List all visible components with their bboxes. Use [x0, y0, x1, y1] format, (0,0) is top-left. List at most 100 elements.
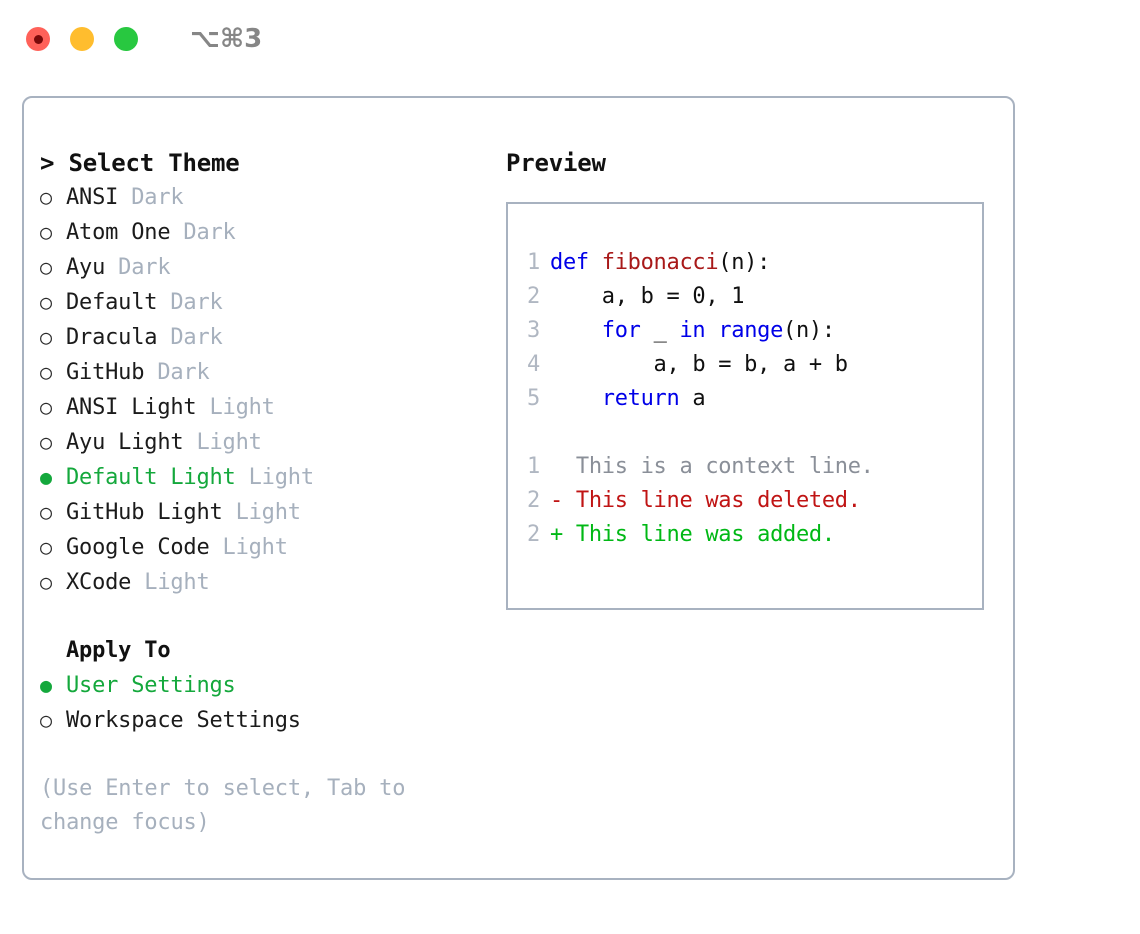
minimize-button-icon[interactable]	[70, 27, 94, 51]
option-variant-suffix: Dark	[157, 325, 223, 350]
theme-option-list: ○ ANSI Dark ○ Atom One Dark ○ Ayu Dark ○ Defaul…	[40, 180, 494, 600]
diff-sample: 1 This is a context line. 2 - This line wa…	[508, 450, 982, 552]
theme-option-7[interactable]: ○ Ayu Light Light	[40, 425, 494, 460]
option-label: Workspace Settings	[66, 708, 301, 733]
theme-option-2[interactable]: ○ Ayu Dark	[40, 250, 494, 285]
diff-line-add: 2 + This line was added.	[508, 518, 982, 552]
option-label: GitHub Light	[66, 500, 223, 525]
radio-unselected-icon: ○	[40, 395, 52, 419]
option-label: Atom One	[66, 220, 171, 245]
window-title-shortcut: ⌥⌘3	[190, 24, 263, 54]
apply-to-header: Apply To	[66, 638, 171, 663]
option-variant-suffix: Light	[196, 395, 275, 420]
radio-selected-icon: ●	[40, 465, 52, 489]
radio-unselected-icon: ○	[40, 708, 52, 732]
line-number: 2	[527, 488, 540, 513]
option-variant-suffix: Dark	[170, 220, 236, 245]
preview-title: Preview	[506, 149, 606, 177]
option-variant-suffix: Dark	[105, 255, 171, 280]
code-token-plain: a	[679, 386, 706, 411]
option-variant-suffix: Light	[183, 430, 262, 455]
code-line: 4 a, b = b, a + b	[508, 348, 982, 382]
code-spacer	[508, 416, 982, 450]
option-label: ANSI Light	[66, 395, 197, 420]
code-line: 3 for _ in range(n):	[508, 314, 982, 348]
code-token-fn: fibonacci	[601, 250, 719, 275]
option-variant-suffix: Light	[131, 570, 210, 595]
window-controls	[26, 27, 138, 51]
select-theme-header: > Select Theme	[40, 149, 240, 177]
radio-unselected-icon: ○	[40, 290, 52, 314]
theme-option-9[interactable]: ○ GitHub Light Light	[40, 495, 494, 530]
code-token-kw: for	[601, 318, 641, 343]
code-line-text: a, b = 0, 1	[550, 280, 745, 314]
code-token-plain: _	[640, 318, 680, 343]
code-line: 5 return a	[508, 382, 982, 416]
code-line-text: a, b = b, a + b	[550, 348, 849, 382]
maximize-button-icon[interactable]	[114, 27, 138, 51]
main-panel: > Select Theme ○ANSI Dark○Atom One Dark○…	[22, 96, 1015, 880]
option-label: Default	[66, 290, 158, 315]
option-label: Ayu Light	[66, 430, 184, 455]
diff-line-text: - This line was deleted.	[550, 488, 861, 513]
option-label: User Settings	[66, 673, 236, 698]
diff-line-del: 2 - This line was deleted.	[508, 484, 982, 518]
code-token-kw: range	[718, 318, 784, 343]
option-variant-suffix: Light	[209, 535, 288, 560]
radio-unselected-icon: ○	[40, 500, 52, 524]
theme-option-10[interactable]: ○Google Code Light	[40, 530, 494, 565]
option-label: Default Light	[66, 465, 236, 490]
apply-to-option-1[interactable]: ○ Workspace Settings	[40, 703, 494, 738]
line-number: 3	[527, 318, 540, 343]
code-token-plain: (n):	[783, 318, 835, 343]
option-label: ANSI	[66, 185, 119, 210]
code-token-kw: def	[550, 250, 602, 275]
line-number: 5	[527, 386, 540, 411]
radio-unselected-icon: ○	[40, 535, 52, 559]
close-button-icon[interactable]	[26, 27, 50, 51]
code-token-plain: (n):	[718, 250, 771, 275]
theme-option-5[interactable]: ○GitHub Dark	[40, 355, 494, 390]
option-variant-suffix: Light	[222, 500, 301, 525]
theme-option-0[interactable]: ○ ANSI Dark	[40, 180, 494, 215]
theme-option-8[interactable]: ● Default Light Light	[40, 460, 494, 495]
line-number: 1	[527, 454, 540, 479]
line-number: 2	[527, 522, 540, 547]
code-line-text: for _ in range(n):	[550, 314, 835, 348]
recording-dot-icon	[33, 34, 43, 44]
theme-option-4[interactable]: ○Dracula Dark	[40, 320, 494, 355]
code-token-plain: a, b = 0, 1	[550, 284, 745, 309]
radio-unselected-icon: ○	[40, 220, 52, 244]
apply-to-option-0[interactable]: ●User Settings	[40, 668, 494, 703]
diff-line-text: + This line was added.	[550, 522, 835, 547]
option-label: Ayu	[66, 255, 106, 280]
radio-unselected-icon: ○	[40, 430, 52, 454]
option-variant-suffix: Dark	[157, 290, 223, 315]
option-variant-suffix: Dark	[144, 360, 210, 385]
diff-line-text: This is a context line.	[550, 454, 874, 479]
theme-option-11[interactable]: ○XCode Light	[40, 565, 494, 600]
code-line-text: return a	[550, 382, 706, 416]
theme-option-3[interactable]: ○ Default Dark	[40, 285, 494, 320]
option-label: GitHub	[66, 360, 145, 385]
line-number: 4	[527, 352, 540, 377]
diff-line-ctx: 1 This is a context line.	[508, 450, 982, 484]
keyboard-hint-text: (Use Enter to select, Tab to change focu…	[40, 776, 406, 835]
theme-option-1[interactable]: ○ Atom One Dark	[40, 215, 494, 250]
line-number: 2	[527, 284, 540, 309]
code-token-kw: in	[679, 318, 706, 343]
code-line-text: def fibonacci(n):	[550, 246, 770, 280]
code-token-plain	[550, 386, 602, 411]
option-variant-suffix: Light	[235, 465, 314, 490]
theme-option-6[interactable]: ○ ANSI Light Light	[40, 390, 494, 425]
code-line: 2 a, b = 0, 1	[508, 280, 982, 314]
radio-unselected-icon: ○	[40, 185, 52, 209]
line-number: 1	[527, 250, 540, 275]
option-variant-suffix: Dark	[118, 185, 184, 210]
option-label: XCode	[66, 570, 132, 595]
radio-unselected-icon: ○	[40, 255, 52, 279]
radio-unselected-icon: ○	[40, 325, 52, 349]
